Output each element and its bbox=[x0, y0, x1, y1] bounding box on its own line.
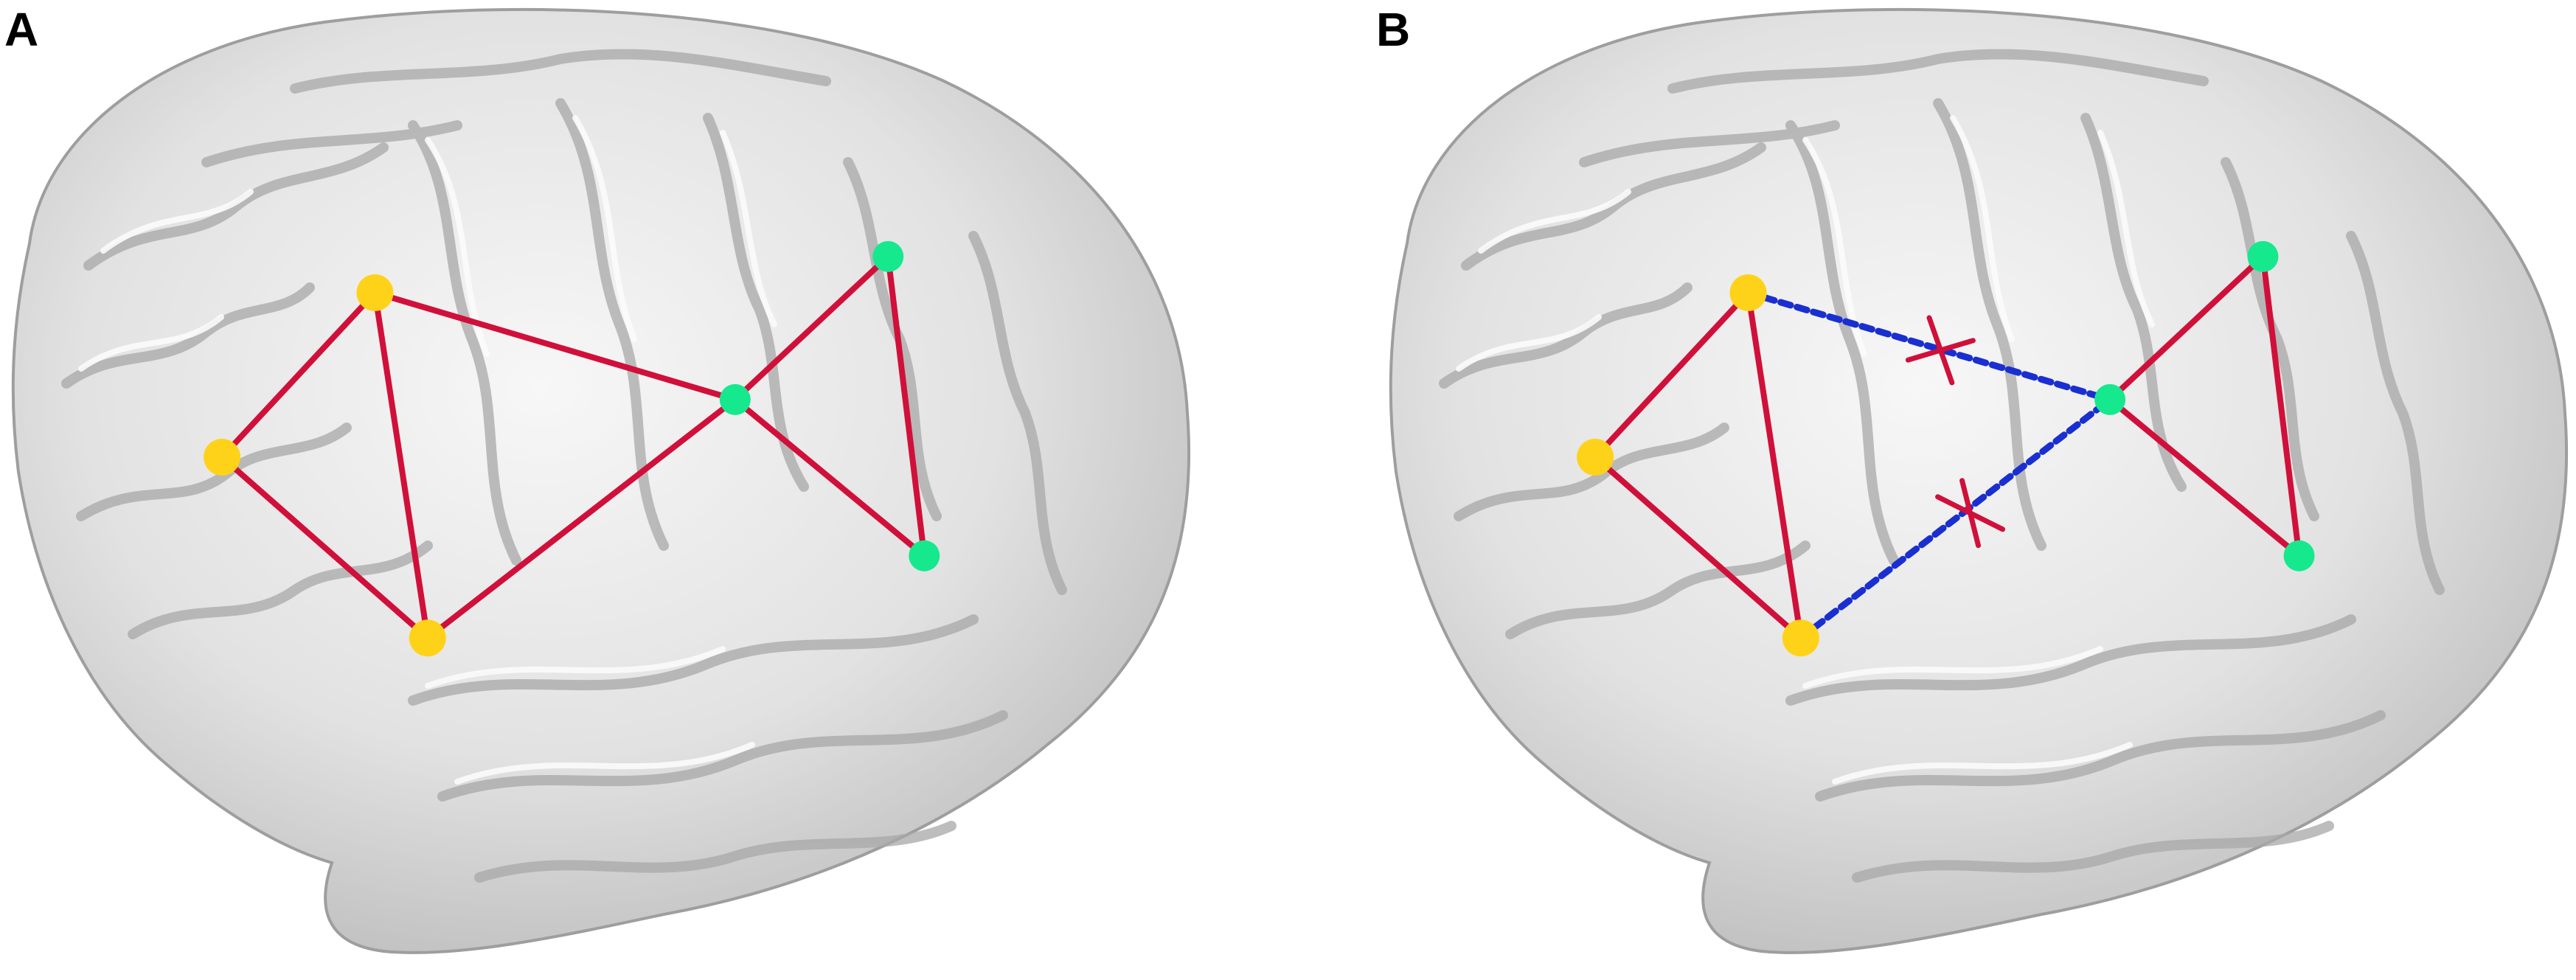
network-nodes-b bbox=[1577, 240, 2315, 657]
yellow-node-1 bbox=[204, 438, 241, 476]
intact-edge-6 bbox=[885, 253, 928, 559]
panel-a-label: A bbox=[4, 3, 38, 56]
intact-edge-7 bbox=[2107, 396, 2302, 559]
yellow-node-0 bbox=[356, 274, 394, 311]
brain-surface-a bbox=[11, 7, 1191, 954]
green-node-3 bbox=[719, 383, 751, 415]
panel-b-label: B bbox=[1376, 3, 1410, 56]
intact-edge-5 bbox=[2107, 253, 2266, 403]
yellow-node-2 bbox=[409, 619, 446, 657]
intact-edge-6 bbox=[2260, 253, 2302, 559]
yellow-node-2 bbox=[1782, 619, 1819, 657]
intact-edge-5 bbox=[732, 253, 892, 403]
intact-edge-7 bbox=[732, 396, 928, 559]
brain-outline-b bbox=[1389, 7, 2569, 954]
intact-edge-0 bbox=[219, 289, 378, 460]
yellow-node-1 bbox=[1577, 438, 1614, 476]
intact-edge-4 bbox=[424, 396, 738, 642]
intact-edge-1 bbox=[1592, 453, 1804, 642]
yellow-node-0 bbox=[1729, 274, 1767, 311]
intact-edge-2 bbox=[372, 289, 431, 642]
intact-edge-2 bbox=[1745, 289, 1804, 642]
disrupted-edge-4 bbox=[1797, 396, 2114, 642]
network-edges-b bbox=[1592, 253, 2302, 642]
green-node-5 bbox=[2283, 540, 2315, 571]
green-node-5 bbox=[909, 540, 940, 571]
green-node-4 bbox=[872, 240, 904, 272]
panel-b: B bbox=[1376, 3, 2569, 954]
intact-edge-1 bbox=[219, 453, 431, 642]
intact-edge-3 bbox=[372, 289, 738, 403]
panel-a: A bbox=[4, 3, 1191, 954]
intact-edge-0 bbox=[1592, 289, 1752, 460]
green-node-4 bbox=[2247, 240, 2279, 272]
green-node-3 bbox=[2094, 383, 2126, 415]
cross-mark-1-stroke-2 bbox=[1935, 494, 2006, 532]
network-edges-a bbox=[219, 253, 928, 642]
disruption-marks-b bbox=[1905, 315, 2006, 549]
disrupted-edge-3 bbox=[1744, 289, 2114, 403]
network-nodes-a bbox=[204, 240, 940, 657]
brain-surface-b bbox=[1389, 7, 2569, 954]
brain-outline-a bbox=[11, 7, 1191, 954]
cross-mark-0-stroke-2 bbox=[1905, 338, 1976, 363]
